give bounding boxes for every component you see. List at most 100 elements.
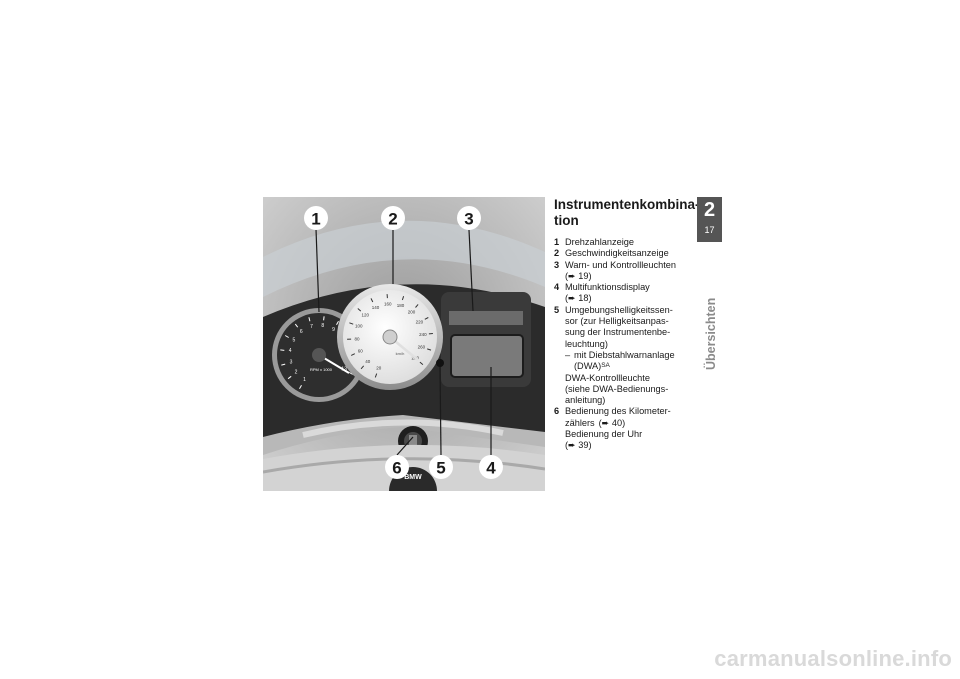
option-dash: – bbox=[565, 349, 571, 360]
gauge-tick-label: 1 bbox=[303, 377, 306, 383]
speedometer-unit: km/h bbox=[396, 351, 405, 356]
callout-circle bbox=[479, 455, 503, 479]
legend-line: Bedienung der Uhr bbox=[565, 429, 643, 440]
bmw-logo-text: BMW bbox=[404, 474, 422, 481]
legend-item-body: Umgebungshelligkeitssen-sor (zur Helligk… bbox=[565, 305, 690, 407]
gauge-tick bbox=[349, 322, 354, 325]
gauge-tick bbox=[419, 361, 424, 365]
gauge-tick bbox=[424, 317, 429, 320]
legend-line-text: zählers bbox=[565, 417, 595, 428]
gauge-tick-label: 240 bbox=[419, 332, 427, 337]
gauge-tick-label: 180 bbox=[397, 303, 405, 308]
chapter-title: Übersichten bbox=[704, 297, 718, 370]
gauge-tick-label: 6 bbox=[300, 329, 303, 335]
page-number: 17 bbox=[704, 225, 715, 235]
option-line: mit Diebstahlwarnanlage bbox=[574, 349, 675, 360]
gauge-tick bbox=[357, 308, 362, 312]
gauge-tick bbox=[336, 320, 339, 325]
legend-line: zählers(➨ 40) bbox=[565, 418, 690, 429]
gauge-tick bbox=[308, 317, 311, 322]
gauge-tick-label: 160 bbox=[384, 302, 392, 307]
callout-circle bbox=[385, 455, 409, 479]
gauge-tick-label: 120 bbox=[362, 313, 370, 318]
legend-line: Geschwindigkeitsanzeige bbox=[565, 248, 669, 259]
callout-number: 3 bbox=[464, 210, 473, 229]
legend-line: (siehe DWA-Bedienungs- bbox=[565, 383, 669, 394]
chapter-number: 2 bbox=[703, 199, 716, 221]
gauge-tick-label: 4 bbox=[289, 348, 292, 354]
legend-line: Drehzahlanzeige bbox=[565, 237, 634, 247]
gauge-tick-label: 200 bbox=[408, 310, 416, 315]
legend-line: anleitung) bbox=[565, 395, 606, 406]
gauge-tick bbox=[281, 363, 286, 366]
gauge-tick-label: 3 bbox=[290, 360, 293, 366]
gauge-tick-label: 80 bbox=[354, 336, 360, 341]
gauge-tick-label: 260 bbox=[418, 345, 426, 350]
watermark: carmanualsonline.info bbox=[714, 646, 952, 671]
option-text: mit Diebstahlwarnanlage(DWA)SA bbox=[574, 350, 675, 373]
legend-item-body: Drehzahlanzeige bbox=[565, 237, 690, 248]
legend-item-number: 1 bbox=[554, 237, 560, 247]
gauge-tick bbox=[360, 365, 365, 370]
legend-item: 5 Umgebungshelligkeitssen-sor (zur Hellig… bbox=[554, 305, 690, 407]
page-reference: (➨ 19) bbox=[565, 270, 592, 281]
multifunction-display bbox=[450, 334, 524, 378]
heading-text: Instrumentenkombina-tion bbox=[554, 197, 700, 228]
legend-line: sor (zur Helligkeitsanpas- bbox=[565, 316, 669, 327]
gauge-tick-label: 60 bbox=[358, 349, 364, 354]
gauge-tick-label: 40 bbox=[365, 359, 371, 364]
legend-item-body: Bedienung des Kilometer-zählers(➨ 40)Bed… bbox=[565, 406, 690, 451]
legend-item: 1 Drehzahlanzeige bbox=[554, 237, 690, 248]
callout-circle bbox=[304, 206, 328, 230]
callout-4: 4 bbox=[479, 455, 503, 479]
legend-line: Umgebungshelligkeitssen- bbox=[565, 304, 673, 315]
gauge-tick bbox=[284, 335, 289, 338]
legend-line: Warn- und Kontrollleuchten bbox=[565, 259, 676, 270]
instrument-cluster-illustration: 12345678910111213 RPM x 1000 20406080100… bbox=[263, 197, 545, 491]
gauge-tick bbox=[374, 373, 378, 378]
gauge-tick bbox=[299, 385, 302, 390]
gauge-tick bbox=[294, 323, 299, 328]
gauge-tick-label: 140 bbox=[372, 305, 380, 310]
callout-circle bbox=[457, 206, 481, 230]
page-reference: (➨ 39) bbox=[565, 440, 592, 451]
gauge-tick bbox=[415, 304, 419, 308]
chapter-tab: 2 17 bbox=[697, 197, 722, 242]
page-reference: (➨ 40) bbox=[598, 417, 626, 428]
section-heading: Instrumentenkombina-tion bbox=[554, 197, 700, 229]
gauge-tick-label: 7 bbox=[310, 324, 313, 330]
callout-number: 2 bbox=[388, 210, 397, 229]
instrument-cluster-photo: 12345678910111213 RPM x 1000 20406080100… bbox=[263, 197, 545, 491]
gauge-tick-label: 8 bbox=[321, 323, 324, 329]
legend-item-body: Warn- und Kontrollleuchten(➨ 19) bbox=[565, 260, 690, 283]
tachometer-label: RPM x 1000 bbox=[310, 367, 333, 372]
special-equipment-mark: SA bbox=[601, 362, 610, 370]
callout-1: 1 bbox=[304, 206, 328, 230]
gauge-tick bbox=[401, 296, 405, 301]
legend-line: Bedienung des Kilometer- bbox=[565, 406, 671, 417]
gauge-tick bbox=[287, 375, 292, 380]
callout-number: 6 bbox=[392, 459, 401, 478]
legend-item: 6 Bedienung des Kilometer-zählers(➨ 40)Be… bbox=[554, 406, 690, 451]
gauge-tick bbox=[323, 316, 325, 321]
legend-line: DWA-Kontrollleuchte bbox=[565, 372, 650, 383]
callout-number: 4 bbox=[486, 459, 496, 478]
callout-6: 6 bbox=[385, 455, 409, 479]
callout-number: 5 bbox=[436, 459, 445, 478]
legend-item-number: 5 bbox=[554, 304, 560, 315]
gauge-tick bbox=[280, 349, 285, 351]
callout-2: 2 bbox=[381, 206, 405, 230]
callout-number: 1 bbox=[311, 210, 320, 229]
gauge-tick-label: 5 bbox=[293, 338, 296, 344]
legend-item-body: Multifunktionsdisplay(➨ 18) bbox=[565, 282, 690, 305]
option-note: –mit Diebstahlwarnanlage(DWA)SA bbox=[565, 350, 690, 373]
legend-item-number: 6 bbox=[554, 406, 560, 417]
callout-circle bbox=[429, 455, 453, 479]
gauge-tick-label: 20 bbox=[376, 366, 382, 371]
option-line: (DWA)SA bbox=[574, 361, 675, 372]
warning-lights-panel bbox=[449, 311, 523, 325]
page-reference: (➨ 18) bbox=[565, 293, 592, 304]
